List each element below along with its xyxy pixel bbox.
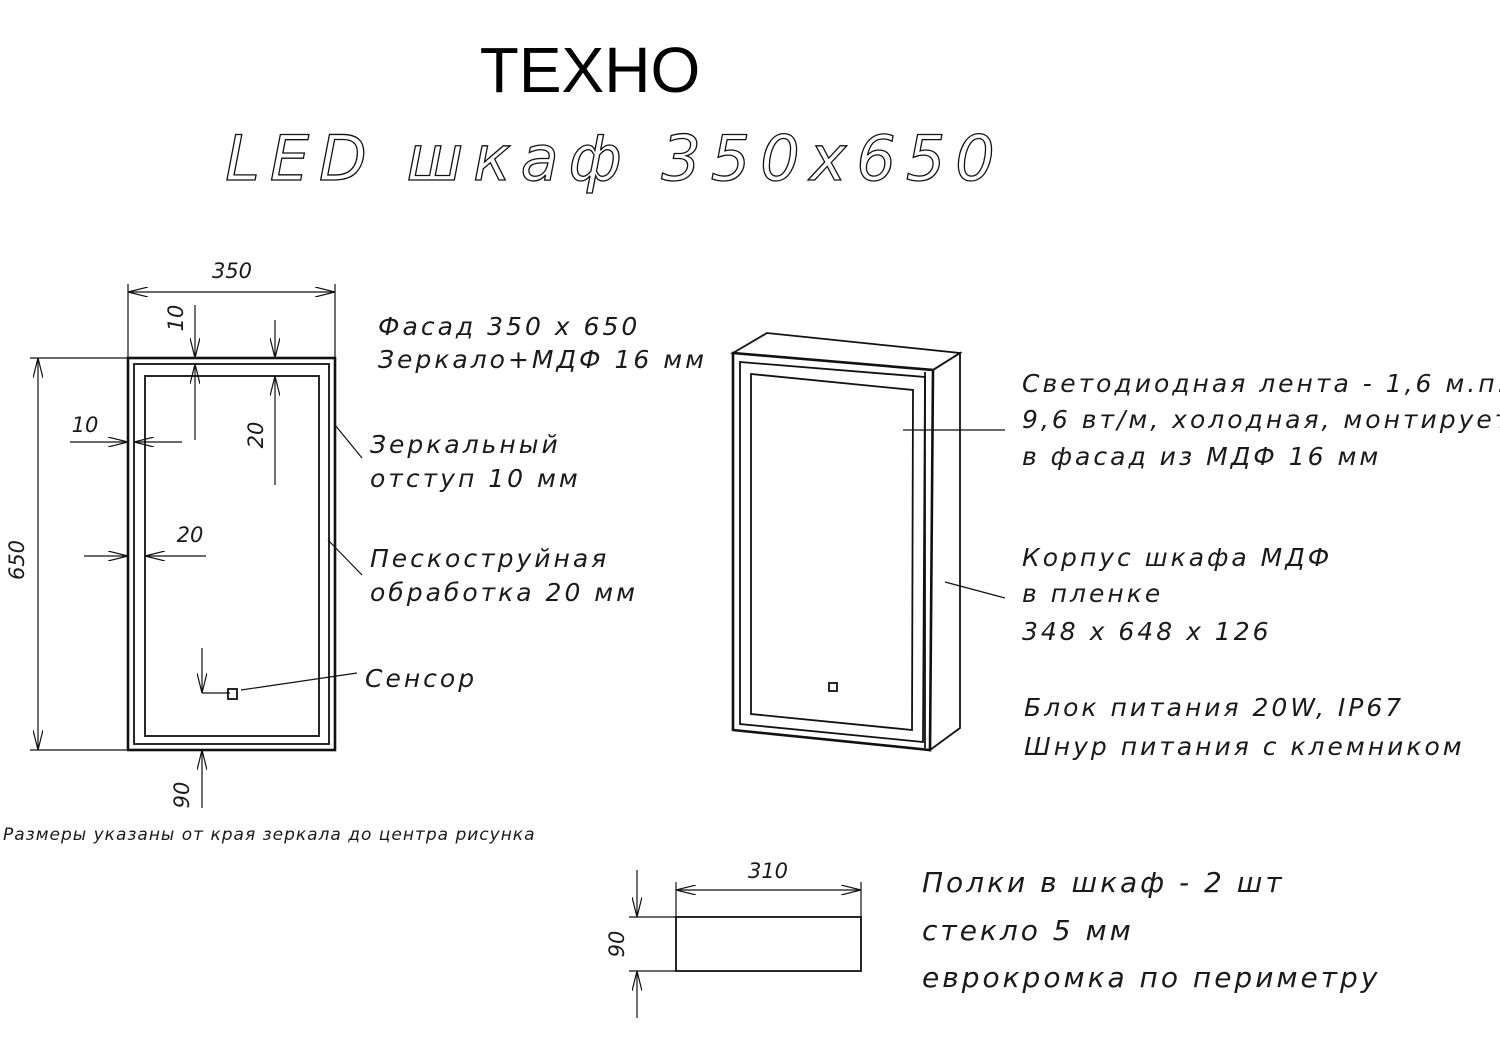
led-label-1: Светодиодная лента - 1,6 м.п. <box>1022 369 1500 398</box>
sandblast-frame <box>750 373 914 731</box>
power-label-1: Блок питания 20W, IP67 <box>1024 693 1404 722</box>
shelf-view: 310 90 Полки в шкаф - 2 шт стекло 5 мм е… <box>605 859 1380 1018</box>
led-label-3: в фасад из МДФ 16 мм <box>1022 442 1381 471</box>
sandblast-label-1: Пескоструйная <box>370 544 609 573</box>
dim-top-sandblast: 20 <box>244 422 268 449</box>
body-label-1: Корпус шкафа МДФ <box>1022 543 1332 572</box>
mirror-offset-label-2: отступ 10 мм <box>370 464 581 493</box>
iso-view: Светодиодная лента - 1,6 м.п. 9,6 вт/м, … <box>730 332 1500 761</box>
dim-top-mirror-offset: 10 <box>164 305 188 332</box>
shelf-label-1: Полки в шкаф - 2 шт <box>922 866 1285 899</box>
front-view: 350 650 10 20 10 20 90 Фасад 350 х 650 З… <box>3 259 707 845</box>
sandblast-label-2: обработка 20 мм <box>370 578 638 607</box>
product-subtitle: LED шкаф 350x650 <box>225 122 1004 195</box>
dim-height: 650 <box>5 540 29 580</box>
facade-label-1: Фасад 350 х 650 <box>378 312 640 341</box>
product-title: ТЕХНО <box>480 34 700 106</box>
cabinet-front <box>731 351 935 752</box>
cabinet-side <box>929 351 961 752</box>
mirror-offset-label-1: Зеркальный <box>370 430 561 459</box>
shelf-outline <box>675 916 862 972</box>
facade-label-2: Зеркало+МДФ 16 мм <box>378 345 707 374</box>
shelf-label-2: стекло 5 мм <box>922 914 1134 947</box>
sensor-icon-iso <box>828 682 838 692</box>
dim-sensor-bottom: 90 <box>170 782 194 809</box>
dim-left-sandblast: 20 <box>177 523 204 547</box>
dimensions-note: Размеры указаны от края зеркала до центр… <box>3 825 536 845</box>
dim-width: 350 <box>212 259 252 283</box>
shelf-label-3: еврокромка по периметру <box>922 961 1380 994</box>
body-label-3: 348 х 648 х 126 <box>1022 617 1272 646</box>
mirror-edge <box>133 363 330 745</box>
sensor-icon <box>227 688 238 700</box>
sensor-label: Сенсор <box>365 664 477 693</box>
body-label-2: в пленке <box>1022 579 1163 608</box>
power-label-2: Шнур питания с клемником <box>1024 732 1465 761</box>
shelf-dim-width: 310 <box>748 859 788 883</box>
led-label-2: 9,6 вт/м, холодная, монтируется <box>1022 405 1500 434</box>
dim-left-mirror-offset: 10 <box>72 413 99 437</box>
shelf-dim-depth: 90 <box>605 931 629 958</box>
facade-outline <box>126 356 337 752</box>
